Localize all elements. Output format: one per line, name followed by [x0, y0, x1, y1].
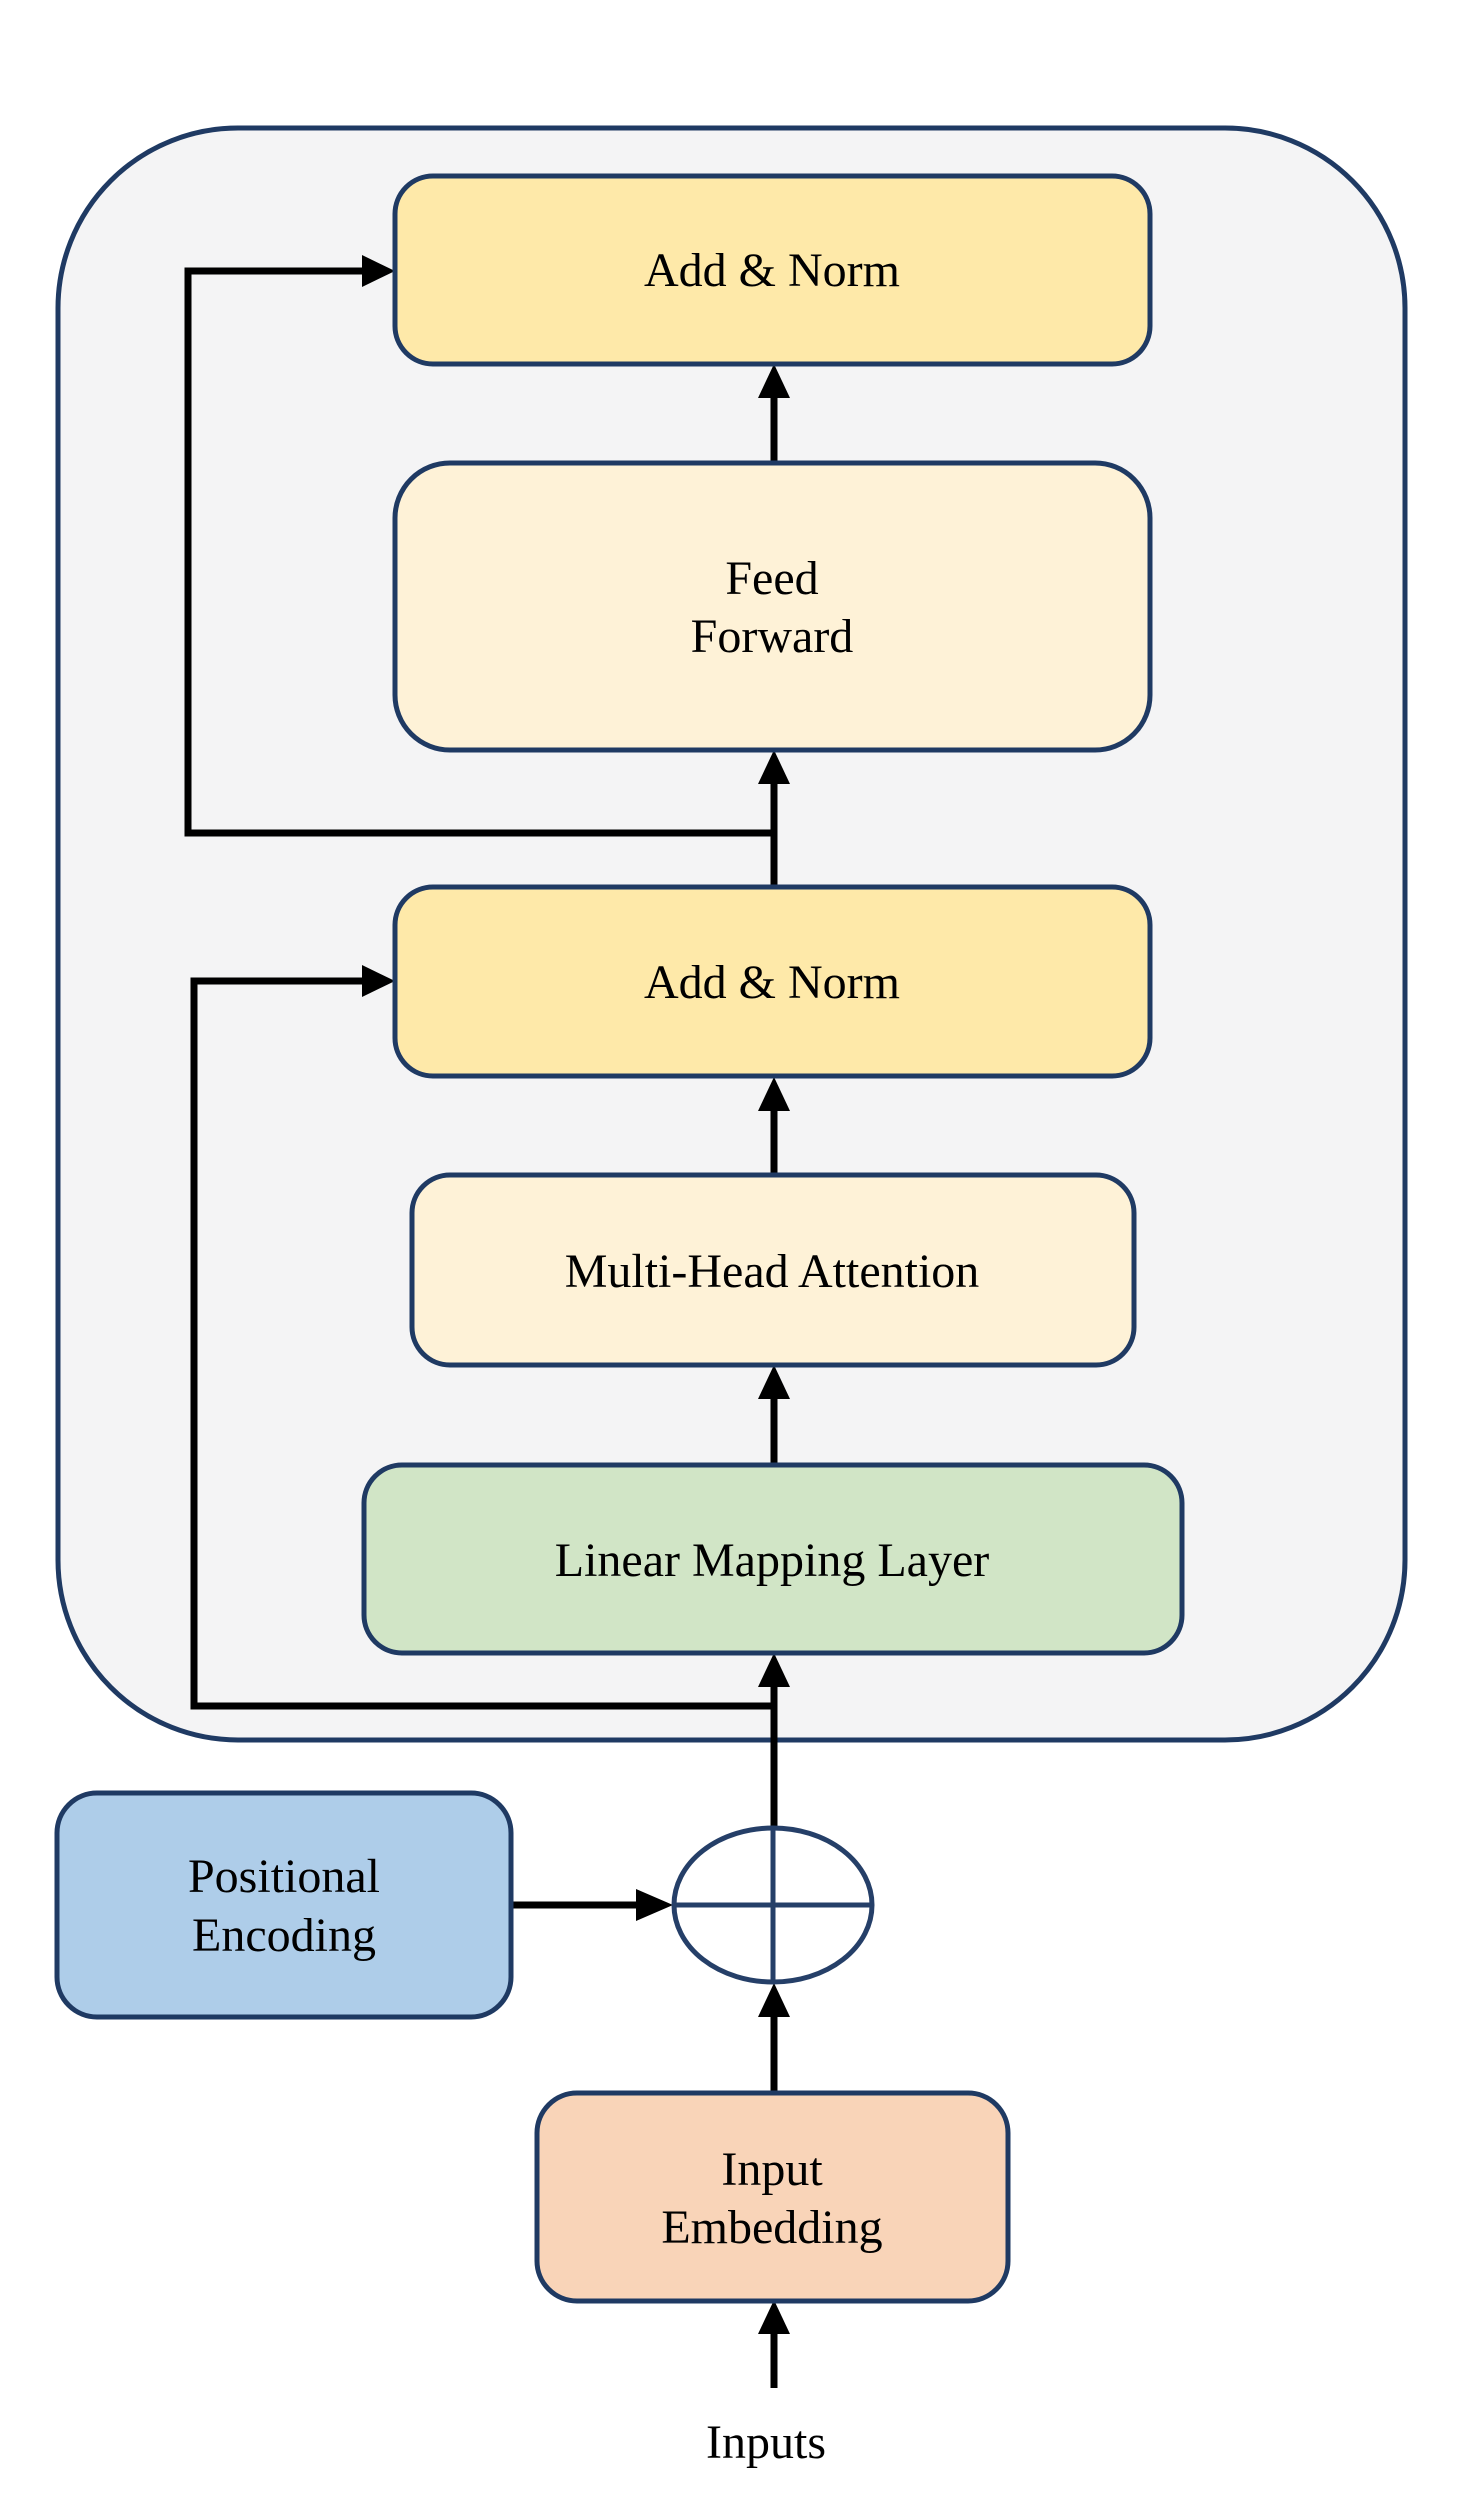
arrowhead-icon [636, 1889, 673, 1921]
residual-connection-2 [190, 977, 774, 1710]
arrowhead-icon [758, 1653, 790, 1687]
add-norm-top-block: Add & Norm [392, 173, 1153, 367]
arrowheads [362, 255, 790, 2334]
multi-head-attention-block: Multi-Head Attention [409, 1172, 1137, 1368]
adder-node [671, 1825, 875, 1985]
input-embedding-block: Input Embedding [534, 2090, 1011, 2304]
residual-connection-1 [184, 267, 774, 837]
arrowhead-icon [758, 1983, 790, 2017]
arrowhead-icon [758, 750, 790, 784]
positional-encoding-label-line1: Positional [188, 1850, 380, 1903]
connectors [184, 267, 778, 2388]
add-norm-bottom-block: Add & Norm [392, 884, 1153, 1079]
arrowhead-icon [758, 1077, 790, 1111]
arrowhead-icon [758, 364, 790, 398]
add-norm-bottom-label: Add & Norm [644, 956, 900, 1009]
inputs-label: Inputs [706, 2416, 826, 2469]
feed-forward-label-line1: Feed [725, 552, 818, 605]
arrowhead-icon [758, 2300, 790, 2334]
add-norm-top-label: Add & Norm [644, 244, 900, 297]
positional-encoding-label-line2: Encoding [192, 1909, 376, 1962]
multi-head-attention-label: Multi-Head Attention [565, 1245, 980, 1298]
input-embedding-label-line2: Embedding [661, 2201, 882, 2254]
linear-mapping-label: Linear Mapping Layer [555, 1534, 990, 1587]
arrowhead-icon [758, 1365, 790, 1399]
arrowhead-icon [362, 965, 395, 997]
feed-forward-label-line2: Forward [691, 610, 854, 663]
input-embedding-label-line1: Input [721, 2143, 823, 2196]
arrowhead-icon [362, 255, 395, 287]
positional-encoding-block: Positional Encoding [54, 1790, 514, 2020]
feed-forward-block: Feed Forward [392, 460, 1153, 753]
linear-mapping-block: Linear Mapping Layer [361, 1462, 1185, 1656]
